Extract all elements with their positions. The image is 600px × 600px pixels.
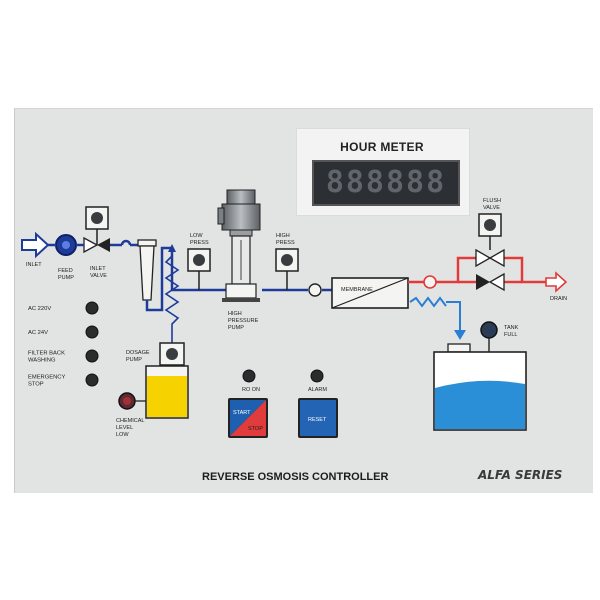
product-tank-icon xyxy=(433,343,527,431)
indicator-row: AC 220V xyxy=(28,301,99,315)
low-press-label-1: LOW xyxy=(190,233,203,239)
flow-meter-icon xyxy=(308,283,322,297)
membrane-label: MEMBRANE xyxy=(341,287,373,293)
reset-button[interactable]: RESET xyxy=(298,398,338,438)
chem-level-label-1: CHEMICAL xyxy=(116,418,144,424)
chemical-level-low-lamp xyxy=(118,392,146,410)
reset-label: RESET xyxy=(308,417,327,423)
hour-meter-display: 888888 xyxy=(312,160,460,206)
chem-level-label-2: LEVEL xyxy=(116,425,133,431)
flush-valve-label-1: FLUSH xyxy=(483,198,501,204)
high-press-label-1: HIGH xyxy=(276,233,290,239)
drain-arrow-icon xyxy=(545,271,568,293)
dosage-pump-icon xyxy=(159,342,185,372)
stop-label: STOP xyxy=(248,426,263,432)
indicator-lamp xyxy=(85,349,99,363)
tank-full-label-1: TANK xyxy=(504,325,519,331)
indicator-lamp xyxy=(85,301,99,315)
hp-pump-label-1: HIGH xyxy=(228,311,242,317)
concentrate-valve-icon xyxy=(423,275,437,289)
feed-pump-label-1: FEED xyxy=(58,268,73,274)
manual-drain-valve-icon xyxy=(476,272,505,292)
hour-meter-title: HOUR METER xyxy=(340,140,424,154)
tank-full-sensor-icon xyxy=(480,321,498,352)
indicator-lamp xyxy=(85,373,99,387)
inlet-valve-actuator-icon xyxy=(85,206,109,245)
ro-on-lamp xyxy=(242,369,256,383)
tank-full-label-2: FULL xyxy=(504,332,517,338)
high-pressure-switch-icon xyxy=(275,248,299,290)
flush-valve-actuator-icon xyxy=(478,213,502,250)
inlet-valve-label-2: VALVE xyxy=(90,273,107,279)
dosage-pump-label-1: DOSAGE xyxy=(126,350,150,356)
flush-valve-label-2: VALVE xyxy=(483,205,500,211)
feed-pump-label-2: PUMP xyxy=(58,275,74,281)
inlet-pipe xyxy=(48,239,140,247)
inlet-label: INLET xyxy=(26,262,42,268)
indicator-label: FILTER BACK xyxy=(28,351,65,357)
low-press-label-2: PRESS xyxy=(190,240,209,246)
alarm-label: ALARM xyxy=(308,387,327,393)
indicator-label: AC 220V xyxy=(28,306,51,312)
cartridge-filter-icon xyxy=(137,239,157,301)
dosage-pump-label-2: PUMP xyxy=(126,357,142,363)
high-press-label-2: PRESS xyxy=(276,240,295,246)
indicator-label: EMERGENCY xyxy=(28,375,65,381)
chemical-injection-line xyxy=(164,244,180,345)
feed-pump-icon xyxy=(55,234,77,256)
alarm-lamp xyxy=(310,369,324,383)
chemical-tank-icon xyxy=(145,365,189,419)
indicator-row: AC 24V xyxy=(28,325,99,339)
indicator-lamp xyxy=(85,325,99,339)
indicator-label: AC 24V xyxy=(28,330,48,336)
high-pressure-pump-icon xyxy=(217,189,261,302)
membrane-icon xyxy=(331,277,409,309)
series-logo: ALFA SERIES xyxy=(477,468,562,482)
hp-pump-label-3: PUMP xyxy=(228,325,244,331)
chem-level-label-3: LOW xyxy=(116,432,129,438)
start-stop-button[interactable]: START STOP xyxy=(228,398,268,438)
permeate-arrow-icon xyxy=(454,330,466,340)
permeate-pipe xyxy=(409,296,461,330)
flush-valve-icon xyxy=(475,248,505,268)
controller-title: REVERSE OSMOSIS CONTROLLER xyxy=(202,471,388,483)
indicator-label: WASHING xyxy=(28,358,56,364)
indicator-label: STOP xyxy=(28,382,44,388)
start-label: START xyxy=(233,410,251,416)
concentrate-pipe xyxy=(408,256,546,284)
drain-label: DRAIN xyxy=(550,296,567,302)
inlet-valve-label-1: INLET xyxy=(90,266,106,272)
low-pressure-switch-icon xyxy=(187,248,211,290)
hp-pump-label-2: PRESSURE xyxy=(228,318,259,324)
inlet-arrow-icon xyxy=(21,231,50,259)
ro-on-label: RO ON xyxy=(242,387,260,393)
